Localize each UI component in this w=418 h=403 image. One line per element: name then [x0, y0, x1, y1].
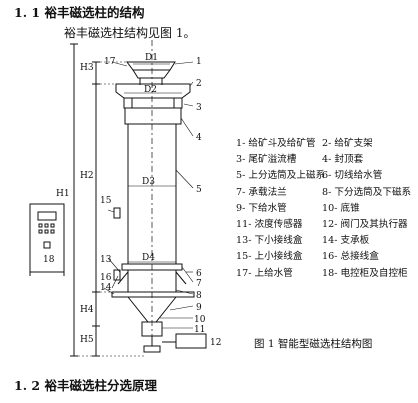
section-heading-structure: 1. 1 裕丰磁选柱的结构	[14, 5, 145, 20]
legend-row: 7- 承载法兰 8- 下分选筒及下磁系	[236, 185, 416, 201]
callout-1: 1	[196, 57, 202, 67]
legend-row: 11- 浓度传感器 12- 阀门及其执行器	[236, 217, 416, 233]
legend-row: 5- 上分选筒及上磁系 6- 切线给水管	[236, 168, 416, 184]
legend-item: 14- 支承板	[322, 235, 370, 247]
legend-item: 11- 浓度传感器	[236, 219, 303, 231]
legend-item: 3- 尾矿溢流槽	[236, 154, 297, 166]
legend-item: 5- 上分选筒及上磁系	[236, 170, 326, 182]
callout-11: 11	[194, 325, 205, 335]
legend-row: 15- 上小接线盒 16- 总接线盒	[236, 249, 416, 265]
callout-8: 8	[196, 291, 202, 301]
callout-14: 14	[100, 283, 112, 293]
legend-item: 4- 封顶套	[322, 154, 364, 166]
callout-4: 4	[196, 133, 202, 143]
figure-caption: 图 1 智能型磁选柱结构图	[254, 338, 373, 350]
legend-item: 13- 下小接线盒	[236, 235, 303, 247]
legend-row: 9- 下给水管 10- 底锥	[236, 201, 416, 217]
label-cabinet: 18	[43, 255, 55, 265]
callout-13: 13	[100, 255, 112, 265]
callout-9: 9	[196, 303, 202, 313]
label-d4: D4	[142, 253, 155, 263]
label-d2: D2	[144, 85, 157, 95]
legend-item: 18- 电控柜及自控柜	[322, 267, 408, 279]
callout-5: 5	[196, 185, 202, 195]
label-h2: H2	[80, 171, 94, 181]
callout-15: 15	[100, 196, 112, 206]
label-h1: H1	[56, 189, 70, 199]
legend-row: 1- 给矿斗及给矿管 2- 给矿支架	[236, 136, 416, 152]
legend-item: 1- 给矿斗及给矿管	[236, 138, 316, 149]
callout-12: 12	[210, 338, 221, 348]
legend-row: 17- 上给水管 18- 电控柜及自控柜	[236, 266, 416, 282]
section-heading-principle: 1. 2 裕丰磁选柱分选原理	[14, 378, 157, 393]
legend-item: 15- 上小接线盒	[236, 251, 303, 263]
legend-item: 16- 总接线盒	[322, 251, 379, 263]
legend-item: 2- 给矿支架	[322, 138, 373, 149]
callout-7: 7	[196, 279, 202, 289]
legend-item: 10- 底锥	[322, 202, 360, 214]
legend-item: 9- 下给水管	[236, 202, 287, 214]
callout-3: 3	[196, 103, 202, 113]
label-d1: D1	[145, 53, 158, 63]
legend-row: 13- 下小接线盒 14- 支承板	[236, 233, 416, 249]
callout-6: 6	[196, 269, 202, 279]
label-d3: D3	[142, 177, 155, 187]
legend-item: 12- 阀门及其执行器	[322, 219, 408, 231]
callout-2: 2	[196, 79, 202, 89]
intro-text: 裕丰磁选柱结构见图 1。	[64, 26, 196, 40]
label-h4: H4	[80, 305, 94, 315]
callout-10: 10	[194, 315, 206, 325]
legend-row: 3- 尾矿溢流槽 4- 封顶套	[236, 152, 416, 168]
label-h5: H5	[80, 335, 94, 345]
legend-item: 17- 上给水管	[236, 267, 293, 279]
callout-16: 16	[100, 273, 112, 283]
legend-item: 7- 承载法兰	[236, 186, 287, 198]
callout-17: 17	[104, 57, 116, 67]
legend-item: 8- 下分选筒及下磁系	[322, 186, 412, 198]
legend-item: 6- 切线给水管	[322, 170, 383, 182]
parts-legend: 1- 给矿斗及给矿管 2- 给矿支架 3- 尾矿溢流槽 4- 封顶套 5- 上分…	[236, 136, 416, 282]
label-h3: H3	[80, 63, 94, 73]
